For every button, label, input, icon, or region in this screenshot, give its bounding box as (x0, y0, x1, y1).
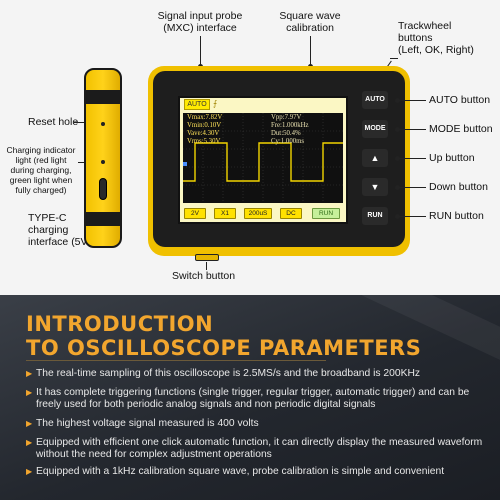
mode-tag: AUTO (184, 99, 210, 110)
mode-button[interactable]: MODE (362, 120, 388, 138)
pointer-line (398, 216, 426, 217)
device-side-view (84, 68, 122, 248)
pointer-line (390, 58, 398, 59)
auto-button[interactable]: AUTO (362, 91, 388, 109)
soft-button-run[interactable]: RUN (312, 208, 340, 219)
pointer-dot (395, 156, 400, 161)
list-item: ▶Equipped with efficient one click autom… (26, 437, 483, 460)
label-signal-probe: Signal input probe (MXC) interface (157, 10, 243, 34)
readout-duty: Dut:50.4% (271, 130, 301, 137)
label-run: RUN button (429, 210, 484, 222)
readout-cycle: Cy:1.000ms (271, 138, 305, 145)
label-trackwheel: Trackwheel buttons (Left, OK, Right) (398, 20, 474, 56)
waveform-grid (183, 113, 343, 203)
intro-title-line2: TO OSCILLOSCOPE PARAMETERS (26, 336, 422, 360)
pointer-line (206, 262, 207, 270)
pointer-line (200, 36, 201, 66)
typec-port (99, 178, 107, 200)
bullet-icon: ▶ (26, 467, 33, 476)
list-item: ▶The highest voltage signal measured is … (26, 418, 259, 429)
intro-panel (0, 295, 500, 500)
switch-button[interactable] (195, 254, 219, 261)
pointer-dot (395, 127, 400, 132)
label-mode: MODE button (429, 123, 493, 135)
soft-button-timebase[interactable]: 200uS (244, 208, 272, 219)
list-item: ▶The real-time sampling of this oscillos… (26, 368, 421, 379)
down-button[interactable]: ▼ (362, 178, 388, 196)
label-charging-indicator: Charging indicator light (red light duri… (6, 145, 76, 195)
readout-vave: Vave:4.30V (187, 130, 220, 137)
pointer-dot (395, 214, 400, 219)
bullet-icon: ▶ (26, 388, 33, 397)
list-item: ▶Equipped with a 1kHz calibration square… (26, 466, 445, 477)
waveform-area: Vmax:7.82V Vmin:0.10V Vave:4.30V Vrms:5.… (183, 113, 343, 203)
title-underline (26, 360, 326, 361)
trigger-icon: ⨍ (213, 99, 218, 108)
soft-button-probe[interactable]: X1 (214, 208, 236, 219)
list-item: ▶It has complete triggering functions (s… (26, 387, 470, 410)
bullet-icon: ▶ (26, 419, 33, 428)
bullet-icon: ▶ (26, 438, 33, 447)
pointer-dot (395, 185, 400, 190)
device-screen: AUTO ⨍ Vmax:7.82V Vmin:0.10V Vave:4.30V … (178, 96, 348, 224)
pointer-line (398, 129, 426, 130)
label-reset-hole: Reset hole (28, 116, 79, 128)
soft-button-volts[interactable]: 2V (184, 208, 206, 219)
label-square-wave: Square wave calibration (279, 10, 341, 34)
readout-vrms: Vrms:5.30V (187, 138, 221, 145)
readout-vmin: Vmin:0.10V (187, 122, 222, 129)
label-up: Up button (429, 152, 475, 164)
charging-indicator-light (101, 160, 105, 164)
up-button[interactable]: ▲ (362, 149, 388, 167)
readout-vpp: Vpp:7.97V (271, 114, 302, 121)
label-down: Down button (429, 181, 488, 193)
run-button[interactable]: RUN (362, 207, 388, 225)
reset-hole[interactable] (101, 122, 105, 126)
soft-button-coupling[interactable]: DC (280, 208, 302, 219)
pointer-line (310, 36, 311, 66)
bullet-icon: ▶ (26, 369, 33, 378)
pointer-line (398, 100, 426, 101)
square-waveform (183, 142, 343, 182)
label-auto: AUTO button (429, 94, 491, 106)
intro-title-line1: INTRODUCTION (26, 312, 214, 336)
readout-freq: Fre:1.000kHz (271, 122, 309, 129)
pointer-line (398, 187, 426, 188)
pointer-dot (395, 98, 400, 103)
pointer-line (398, 158, 426, 159)
label-switch: Switch button (172, 270, 236, 282)
readout-vmax: Vmax:7.82V (187, 114, 223, 121)
